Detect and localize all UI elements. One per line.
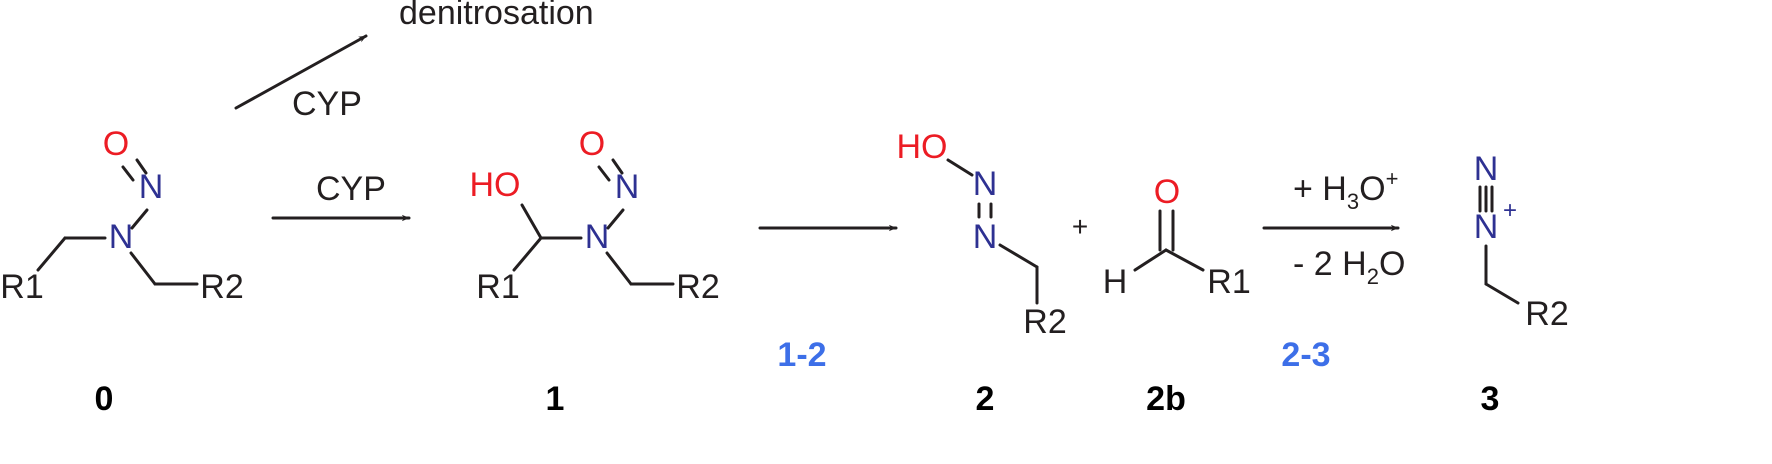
- arrow-denitrosation: [234, 34, 368, 110]
- compound-2-o-n-bond: [946, 158, 974, 177]
- compound-3-ch2-r2-bond: [1484, 282, 1520, 305]
- compound-0-oxygen-atom: O: [103, 125, 129, 163]
- compound-2-lower-nitrogen-atom: N: [973, 218, 998, 256]
- compound-2b-c-r1-bond: [1164, 248, 1205, 272]
- compound-3-positive-charge: +: [1503, 197, 1517, 224]
- compound-1-no-bond-1: [597, 165, 611, 182]
- compound-3-inner-nitrogen-atom: N: [1474, 208, 1499, 246]
- cyp-label-lower: CYP: [316, 170, 386, 208]
- compound-2b-oxygen-atom: O: [1154, 173, 1180, 211]
- compound-3-r2-label: R2: [1525, 295, 1568, 333]
- compound-0-ch2-r1-bond: [36, 236, 67, 272]
- h2o-reagent-label: - 2 H2O: [1293, 245, 1405, 289]
- compound-3-structure: N N + R2: [1474, 150, 1569, 333]
- compound-1-n-ch2-bond: [605, 251, 633, 286]
- compound-number-0: 0: [95, 380, 114, 418]
- compound-2-upper-nitrogen-atom: N: [973, 165, 998, 203]
- compound-1-structure: O N N HO R1 R2: [470, 125, 720, 306]
- compound-2b-c-h-bond: [1133, 248, 1168, 272]
- compound-1-nn-bond: [606, 208, 625, 230]
- compound-2b-r1-label: R1: [1207, 263, 1250, 301]
- compound-0-amine-nitrogen-atom: N: [109, 218, 134, 256]
- compound-1-oxygen-atom: O: [579, 125, 605, 163]
- compound-2-n-ch2-bond: [998, 243, 1039, 269]
- compound-0-nn-bond: [130, 208, 149, 230]
- cyp-label-upper: CYP: [292, 85, 362, 123]
- compound-number-3: 3: [1481, 380, 1500, 418]
- compound-2-hydroxyl-group: HO: [897, 128, 948, 166]
- compound-0-no-bond-1: [121, 165, 135, 182]
- compound-0-n-ch2-bond-right: [129, 251, 157, 286]
- denitrosation-label: denitrosation: [399, 0, 594, 32]
- compound-0-nitroso-nitrogen-atom: N: [139, 168, 164, 206]
- step-label-2-3: 2-3: [1281, 336, 1330, 374]
- compound-2-r2-label: R2: [1023, 303, 1066, 341]
- compound-0-r1-label: R1: [0, 268, 43, 306]
- compound-number-1: 1: [546, 380, 565, 418]
- compound-1-r2-label: R2: [676, 268, 719, 306]
- compound-0-r2-label: R2: [200, 268, 243, 306]
- compound-number-2: 2: [976, 380, 995, 418]
- plus-sign: +: [1072, 211, 1088, 242]
- compound-1-ch-r1-bond: [512, 236, 543, 272]
- compound-2-structure: HO N N R2: [897, 128, 1067, 341]
- compound-1-r1-label: R1: [476, 268, 519, 306]
- compound-number-2b: 2b: [1146, 380, 1186, 418]
- compound-1-no-bond-2: [611, 158, 624, 175]
- h3o-reagent-label: + H3O+: [1293, 166, 1398, 214]
- compound-1-ch-oh-bond: [520, 203, 543, 240]
- compound-0-no-bond-2: [135, 158, 148, 175]
- compound-1-hydroxyl-group: HO: [470, 166, 521, 204]
- compound-0-structure: O N N R1 R2: [0, 125, 243, 306]
- compound-2b-structure: O H R1: [1103, 173, 1251, 301]
- compound-3-terminal-nitrogen-atom: N: [1474, 150, 1499, 188]
- compound-1-amine-nitrogen-atom: N: [585, 218, 610, 256]
- compound-2b-hydrogen-atom: H: [1103, 263, 1128, 301]
- step-label-1-2: 1-2: [777, 336, 826, 374]
- compound-1-nitroso-nitrogen-atom: N: [615, 168, 640, 206]
